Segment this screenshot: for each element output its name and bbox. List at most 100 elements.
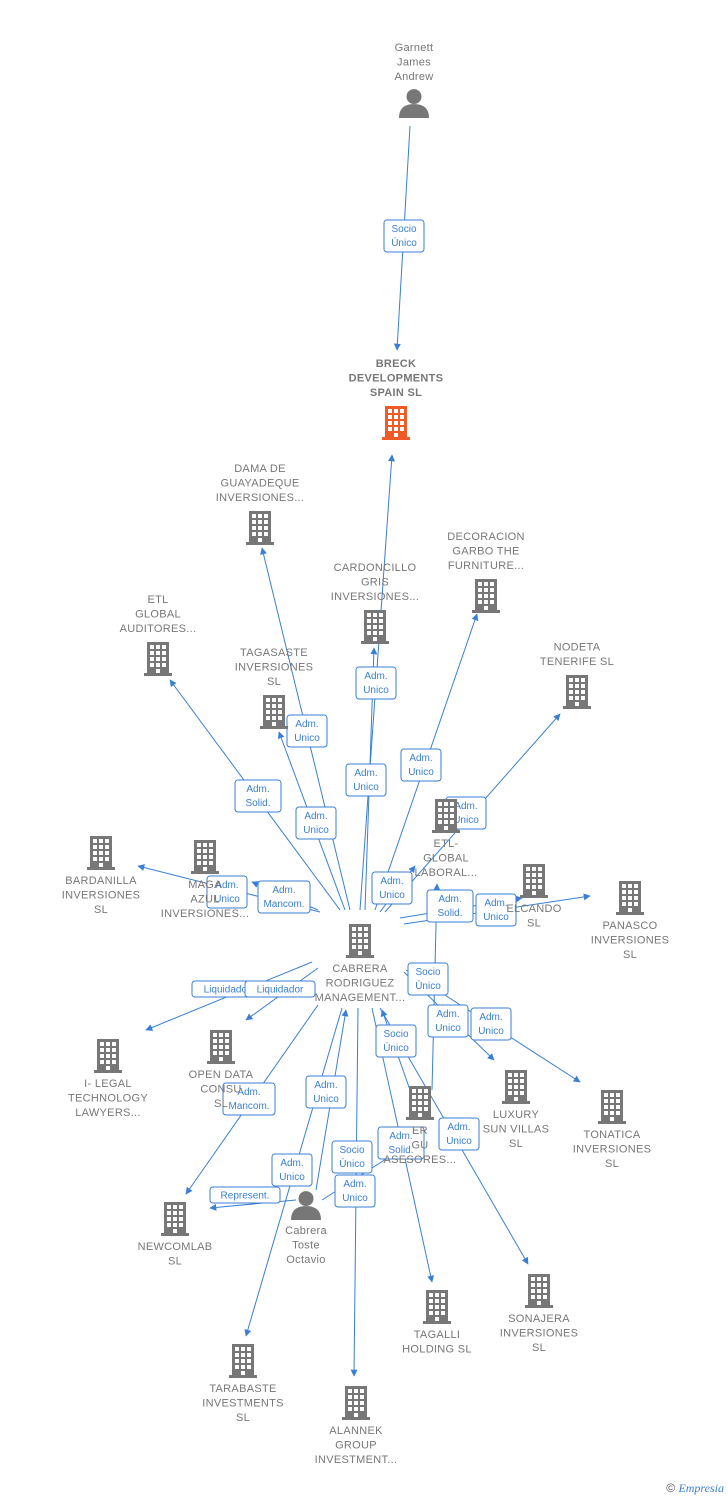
edge-label-text: Adm. xyxy=(280,1158,303,1169)
node-cardoncillo[interactable]: CARDONCILLOGRISINVERSIONES... xyxy=(331,562,420,644)
edge-label[interactable]: Adm.Unico xyxy=(295,806,337,840)
edge-label-box xyxy=(244,980,316,998)
node-label-line: SL xyxy=(623,949,637,961)
edge-label-box xyxy=(222,1082,276,1116)
edge-label[interactable]: Adm.Unico xyxy=(286,714,328,748)
node-label-line: ETL xyxy=(147,594,168,606)
node-label-line: INVERSIONES xyxy=(591,935,670,947)
node-magazul[interactable]: MAGAAZULINVERSIONES... xyxy=(161,840,250,920)
edge-label[interactable]: Adm.Solid. xyxy=(377,1126,425,1160)
brand-logo[interactable]: Empresia xyxy=(678,1481,724,1495)
building-icon xyxy=(525,1274,553,1308)
node-label-line: INVERSIONES... xyxy=(216,492,305,504)
building-icon xyxy=(161,1202,189,1236)
node-label-line: BRECK xyxy=(376,358,417,370)
edge-label-text: Adm. xyxy=(246,784,269,795)
edge-label-text: Adm. xyxy=(354,768,377,779)
edge-label[interactable]: Adm.Mancom. xyxy=(257,880,311,914)
edge-label[interactable]: Adm.Unico xyxy=(427,1004,469,1038)
edge-label-text: Único xyxy=(415,979,441,992)
node-label-line: CONSU xyxy=(200,1084,241,1096)
edge-label-text: Unico xyxy=(294,733,320,744)
building-icon xyxy=(563,675,591,709)
edge-label[interactable]: Adm.Unico xyxy=(355,666,397,700)
node-etlaud[interactable]: ETLGLOBALAUDITORES... xyxy=(120,594,197,676)
node-label-line: ELCANDO xyxy=(506,903,561,915)
edge-label[interactable]: Adm.Unico xyxy=(206,875,248,909)
edge-label[interactable]: Adm.Unico xyxy=(371,871,413,905)
edge-label[interactable]: Adm. Solid. xyxy=(234,779,282,813)
edge-label-text: Adm. xyxy=(343,1179,366,1190)
edge-label[interactable]: Adm.Unico xyxy=(438,1117,480,1151)
edge-label-text: Unico xyxy=(342,1193,368,1204)
edge-label-box xyxy=(331,1140,373,1174)
node-label-line: NODETA xyxy=(554,642,601,654)
edge-label[interactable]: Adm.Unico xyxy=(345,763,387,797)
building-icon xyxy=(502,1070,530,1104)
node-label-line: INVERSIONES xyxy=(573,1144,652,1156)
edge-label-text: Adm. xyxy=(304,811,327,822)
edge-label[interactable]: Represent. xyxy=(209,1186,281,1204)
edge-label[interactable]: Adm.Unico xyxy=(400,748,442,782)
edge-label[interactable]: Adm.Unico xyxy=(305,1075,347,1109)
building-icon xyxy=(207,1030,235,1064)
edge-label-text: Unico xyxy=(214,894,240,905)
building-icon xyxy=(260,695,288,729)
edge-label[interactable]: Adm.Unico xyxy=(470,1007,512,1041)
building-icon xyxy=(423,1290,451,1324)
node-asesores[interactable]: ERGUASESORES... xyxy=(384,1086,457,1166)
edge-label-box xyxy=(377,1126,425,1160)
edge-label-text: Socio xyxy=(391,224,416,235)
edge-label-text: Unico xyxy=(363,685,389,696)
edge-label[interactable]: Adm.Mancom. xyxy=(222,1082,276,1116)
edge-label-text: Solid. xyxy=(245,798,270,809)
building-icon xyxy=(87,836,115,870)
node-etllab[interactable]: ETL-GLOBALLABORAL... xyxy=(415,799,478,879)
node-label-line: LUXURY xyxy=(493,1109,540,1121)
edge-label-box xyxy=(271,1153,313,1187)
node-label-line: SL xyxy=(267,676,281,688)
edge-label[interactable]: Adm.Solid. xyxy=(426,889,474,923)
edge-label-box xyxy=(470,1007,512,1041)
edge-label-box xyxy=(334,1174,376,1208)
edge-label-box xyxy=(407,962,449,996)
node-cabrera-mgmt[interactable]: CABRERARODRIGUEZMANAGEMENT... xyxy=(315,924,406,1004)
edge-label[interactable]: Adm. Unico xyxy=(334,1174,376,1208)
edge-label[interactable]: Adm.Unico xyxy=(271,1153,313,1187)
node-elcando[interactable]: ELCANDO SL xyxy=(506,864,561,930)
node-ilegal[interactable]: I- LEGALTECHNOLOGYLAWYERS... xyxy=(68,1039,148,1119)
edge-label[interactable]: Liquidador xyxy=(244,980,316,998)
edge-label-text: Adm. xyxy=(237,1087,260,1098)
node-alannek[interactable]: ALANNEKGROUPINVESTMENT... xyxy=(315,1386,398,1466)
edge-label[interactable]: Adm.Unico xyxy=(475,893,517,927)
node-label-line: DECORACION xyxy=(447,531,525,543)
node-label-line: SL xyxy=(527,918,541,930)
building-icon xyxy=(472,579,500,613)
edge-label-box xyxy=(209,1186,281,1204)
building-icon xyxy=(191,840,219,874)
building-icon xyxy=(382,406,410,440)
node-dama[interactable]: DAMA DEGUAYADEQUEINVERSIONES... xyxy=(216,463,305,545)
edge-label-box xyxy=(426,889,474,923)
building-icon xyxy=(616,881,644,915)
